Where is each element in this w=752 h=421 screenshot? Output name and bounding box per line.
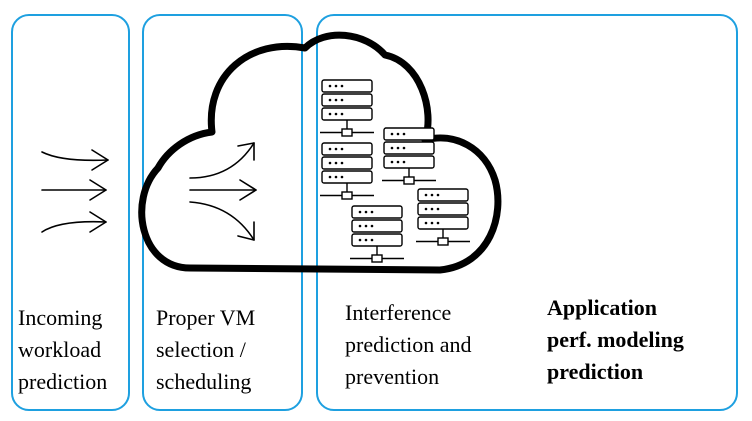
interference-label: Interference prediction and prevention bbox=[345, 300, 472, 389]
cloud-icon bbox=[138, 31, 502, 274]
server-rack-icon bbox=[382, 127, 436, 185]
arrows-right-icon bbox=[41, 149, 109, 233]
server-rack-icon bbox=[416, 188, 470, 246]
server-rack-icon bbox=[350, 205, 404, 263]
server-rack-icon bbox=[320, 79, 374, 137]
vm-selection-label: Proper VM selection / scheduling bbox=[156, 305, 256, 394]
app-perf-label: Application perf. modeling prediction bbox=[547, 295, 684, 384]
curved-arrows-icon bbox=[189, 142, 257, 241]
incoming-workload-panel bbox=[11, 14, 130, 411]
server-rack-group bbox=[320, 79, 470, 263]
incoming-workload-label: Incoming workload prediction bbox=[18, 305, 108, 394]
cloud-interference-panel bbox=[316, 14, 738, 411]
server-rack-icon bbox=[320, 142, 374, 200]
